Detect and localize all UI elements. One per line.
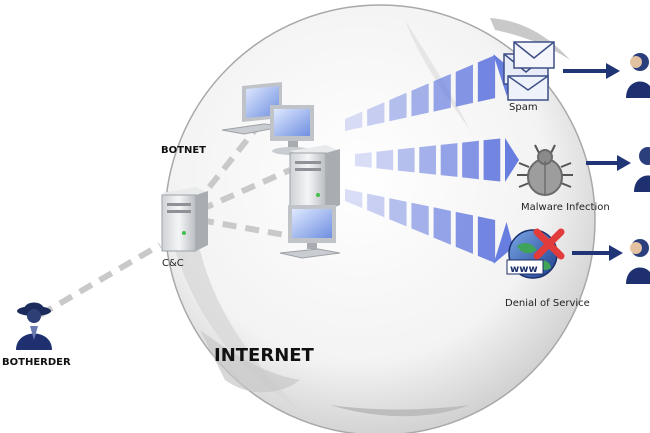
beam-dos: [345, 189, 514, 265]
arrow-dos: [572, 245, 623, 261]
beam-arrowhead: [493, 221, 514, 265]
beam-segment: [376, 149, 394, 171]
person-icon: [626, 53, 650, 98]
beam-segment: [433, 207, 451, 245]
beam-segment: [455, 64, 473, 107]
desktop-monitor-icon: [279, 205, 341, 259]
beam-arrowhead: [505, 138, 519, 182]
output-arrows: [563, 63, 631, 261]
globe-icon: [506, 228, 565, 279]
attack-beams: [345, 54, 519, 265]
beam-segment: [355, 152, 372, 168]
cc-label: C&C: [162, 258, 184, 269]
arrow-spam: [563, 63, 620, 79]
beam-segment: [411, 202, 429, 236]
botherder-spy-icon: [16, 302, 52, 350]
beam-segment: [440, 143, 458, 177]
person-icon: [626, 239, 650, 284]
beam-segment: [397, 147, 415, 173]
beam-segment: [389, 198, 407, 227]
cc-server-icon: [161, 187, 208, 252]
beam-segment: [367, 193, 385, 218]
denial-of-service-label: Denial of Service: [505, 298, 590, 309]
person-icon: [634, 147, 650, 192]
beam-segment: [345, 189, 363, 209]
beam-segment: [483, 138, 501, 182]
bug-icon: [517, 144, 573, 196]
arrow-malware: [586, 155, 631, 171]
beam-segment: [389, 92, 407, 122]
server-tower-icon: [289, 145, 340, 212]
internet-label: INTERNET: [214, 345, 314, 366]
beam-segment: [367, 102, 385, 127]
beam-segment: [411, 83, 429, 117]
beam-segment: [477, 216, 496, 263]
malware-infection-label: Malware Infection: [521, 202, 610, 213]
beam-segment: [455, 211, 473, 254]
control-lines: [38, 128, 292, 318]
dos-cross-icon: [533, 228, 565, 260]
beam-segment: [462, 140, 479, 180]
beam-segment: [419, 145, 436, 175]
beam-segment: [477, 55, 496, 102]
botnet-label: BOTNET: [161, 145, 206, 156]
beam-segment: [433, 73, 451, 112]
beam-malware: [355, 138, 519, 182]
spam-label: Spam: [509, 102, 538, 113]
www-label: www: [510, 264, 538, 275]
botherder-label: BOTHERDER: [2, 357, 71, 368]
beam-segment: [345, 111, 363, 131]
envelope-icon: [503, 41, 555, 101]
